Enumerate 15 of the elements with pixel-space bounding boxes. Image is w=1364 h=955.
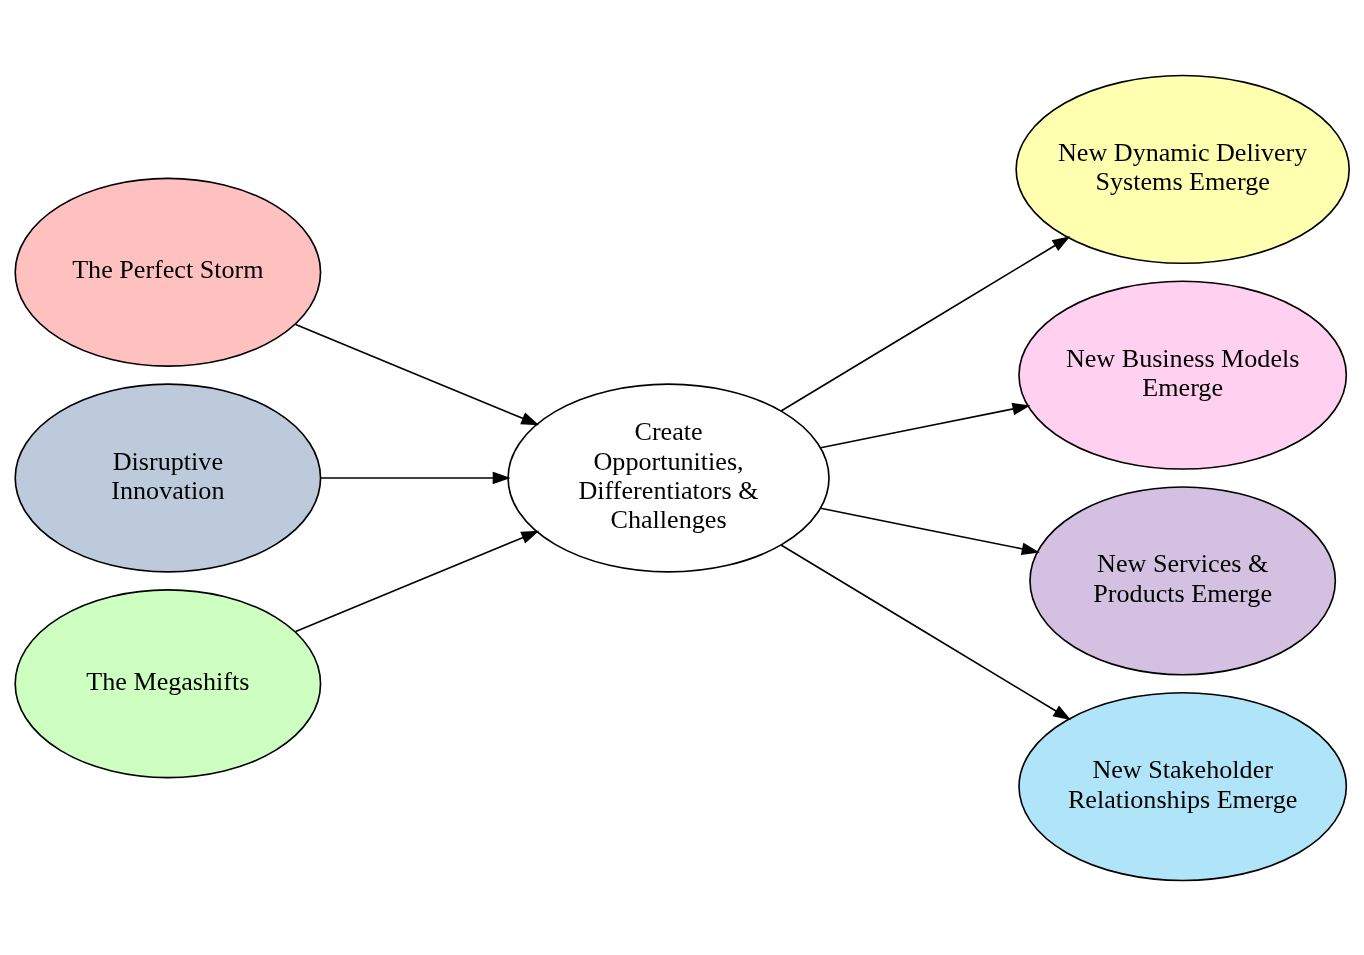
node-ellipse: The Megashifts (14, 588, 322, 778)
arrow (294, 530, 540, 632)
arrow (780, 543, 1072, 720)
arrow (294, 323, 540, 425)
arrow (819, 402, 1031, 448)
arrow (819, 507, 1040, 555)
arrow (319, 471, 511, 484)
node-ellipse: New Services & Products Emerge (1029, 485, 1337, 676)
node-ellipse: New Stakeholder Relationships Emerge (1018, 691, 1348, 881)
node-ellipse: The Perfect Storm (14, 177, 322, 367)
node-ellipse: Disruptive Innovation (14, 382, 322, 573)
node-ellipse: Create Opportunities, Differentiators & Challenges (507, 382, 830, 573)
arrow (780, 235, 1071, 412)
node-ellipse: New Business Models Emerge (1018, 279, 1348, 470)
node-ellipse: New Dynamic Delivery Systems Emerge (1015, 74, 1350, 264)
